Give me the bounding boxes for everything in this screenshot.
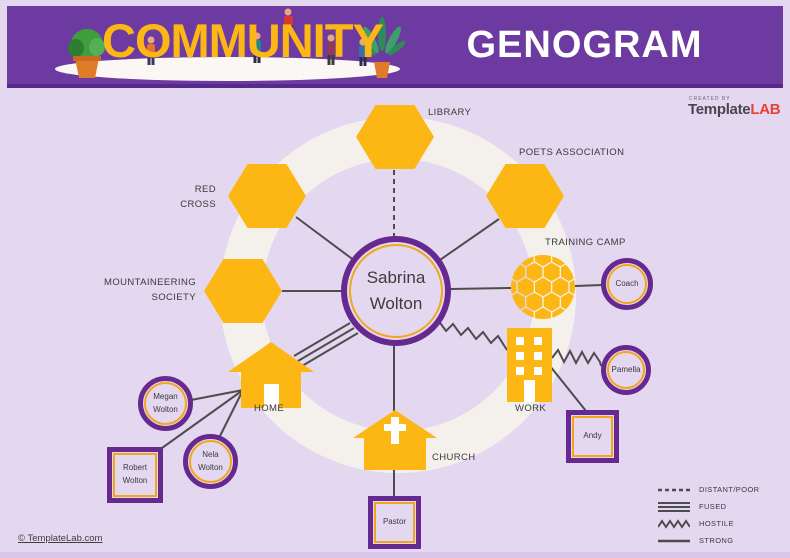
red-cross-hexagon (228, 164, 306, 228)
andy-name: Andy (583, 431, 602, 441)
megan-first-name: Megan (153, 391, 178, 401)
megan-wolton-node: Megan Wolton (138, 376, 193, 431)
office-building-icon (507, 328, 552, 402)
mountaineering-label-line2: SOCIETY (151, 292, 196, 303)
pastor-name: Pastor (382, 517, 407, 527)
person-icon (283, 8, 293, 29)
mountaineering-label-line1: MOUNTAINEERING (104, 277, 196, 288)
red-cross-label-line2: CROSS (180, 199, 216, 210)
person-icon (253, 32, 261, 63)
red-cross-label: RED CROSS (168, 182, 216, 212)
relationship-legend: DISTANT/POOR FUSED HOSTILE STRONG (658, 481, 760, 549)
honeycomb-ball-icon (511, 255, 575, 319)
connector-coach-strong (574, 284, 603, 287)
library-label: LIBRARY (428, 107, 472, 118)
logo-lab-text: LAB (750, 101, 781, 118)
red-cross-label-line1: RED (194, 184, 216, 195)
person-icon (327, 34, 335, 65)
legend-item-fused: FUSED (658, 498, 760, 515)
legend-label: FUSED (699, 502, 727, 511)
genogram-title: GENOGRAM (466, 24, 703, 66)
megan-last-name: Wolton (153, 404, 178, 414)
person-icon (359, 38, 367, 66)
page-bottom-edge (0, 552, 790, 558)
nela-wolton-node: Nela Wolton (183, 434, 238, 489)
legend-item-distant-poor: DISTANT/POOR (658, 481, 760, 498)
poets-association-label: POETS ASSOCIATION (519, 147, 625, 158)
dashed-line-icon (658, 488, 690, 491)
logo-created-by: CREATED BY (689, 96, 731, 102)
poets-association-hexagon (486, 164, 564, 228)
center-person-first-name: Sabrina (366, 267, 426, 287)
logo-template-text: Template (688, 101, 751, 118)
church-label: CHURCH (432, 452, 476, 463)
nela-last-name: Wolton (198, 462, 223, 472)
robert-wolton-node: Robert Wolton (107, 447, 163, 503)
house-icon (228, 342, 314, 408)
work-label: WORK (515, 403, 547, 414)
legend-label: HOSTILE (699, 519, 734, 528)
zigzag-line-icon (658, 518, 690, 529)
legend-item-strong: STRONG (658, 532, 760, 549)
templatelab-copyright-link[interactable]: © TemplateLab.com (18, 533, 103, 544)
legend-label: STRONG (699, 536, 734, 545)
church-cross-icon (353, 410, 437, 470)
training-camp-label: TRAINING CAMP (545, 237, 626, 248)
mountaineering-society-label: MOUNTAINEERING SOCIETY (98, 275, 196, 305)
nela-first-name: Nela (202, 449, 219, 459)
coach-node: Coach (601, 258, 653, 310)
header-banner: COMMUNITY GENOGRAM (7, 6, 783, 88)
templatelab-logo: CREATED BY TemplateLAB (688, 96, 781, 118)
andy-node: Andy (566, 410, 619, 463)
pastor-node: Pastor (368, 496, 421, 549)
triple-line-icon (658, 501, 690, 512)
legend-item-hostile: HOSTILE (658, 515, 760, 532)
platform-shape (55, 57, 400, 81)
potted-plant-icon (68, 29, 105, 78)
robert-last-name: Wolton (122, 476, 148, 485)
person-icon (147, 36, 155, 65)
robert-first-name: Robert (122, 463, 147, 473)
coach-name: Coach (615, 278, 639, 288)
pamella-name: Pamella (611, 364, 641, 374)
center-person-node: Sabrina Wolton (341, 236, 451, 346)
center-person-last-name: Wolton (369, 294, 423, 313)
legend-label: DISTANT/POOR (699, 485, 760, 494)
home-label: HOME (254, 403, 285, 414)
solid-line-icon (658, 539, 690, 542)
pamella-node: Pamella (601, 345, 651, 395)
community-title: COMMUNITY (102, 14, 384, 67)
